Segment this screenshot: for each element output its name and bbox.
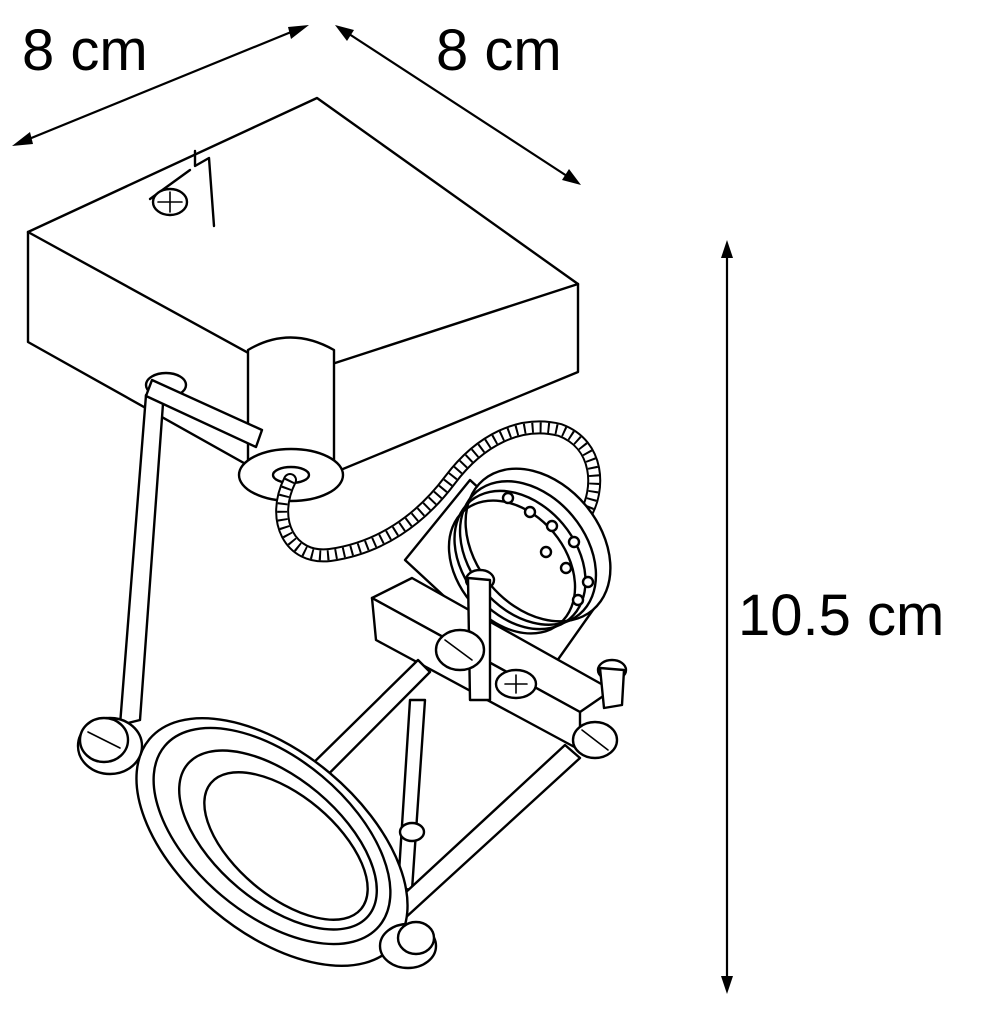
- spring-cable: [275, 420, 602, 563]
- front-yoke-rods: [241, 658, 582, 932]
- side-knob-icon: [76, 716, 438, 970]
- mounting-screw-icon: [151, 187, 189, 217]
- width-dimension-line: [12, 25, 309, 146]
- width-arrowhead-left: [12, 132, 33, 146]
- bracket-screw-icon: [434, 628, 619, 760]
- depth-dimension-line: [335, 25, 581, 185]
- socket-pin-holes: [501, 491, 595, 607]
- depth-arrowhead-right: [562, 169, 581, 185]
- width-arrowhead-right: [288, 25, 309, 39]
- depth-arrowhead-left: [335, 25, 354, 41]
- height-arrowhead-top: [721, 240, 733, 258]
- left-yoke-rod: [118, 371, 264, 727]
- height-arrowhead-bottom: [721, 976, 733, 994]
- depth-label: 8 cm: [436, 18, 562, 83]
- lamp-socket: [403, 467, 612, 687]
- width-label: 8 cm: [22, 18, 148, 83]
- height-dimension-line: [721, 240, 733, 994]
- height-label: 10.5 cm: [738, 583, 945, 648]
